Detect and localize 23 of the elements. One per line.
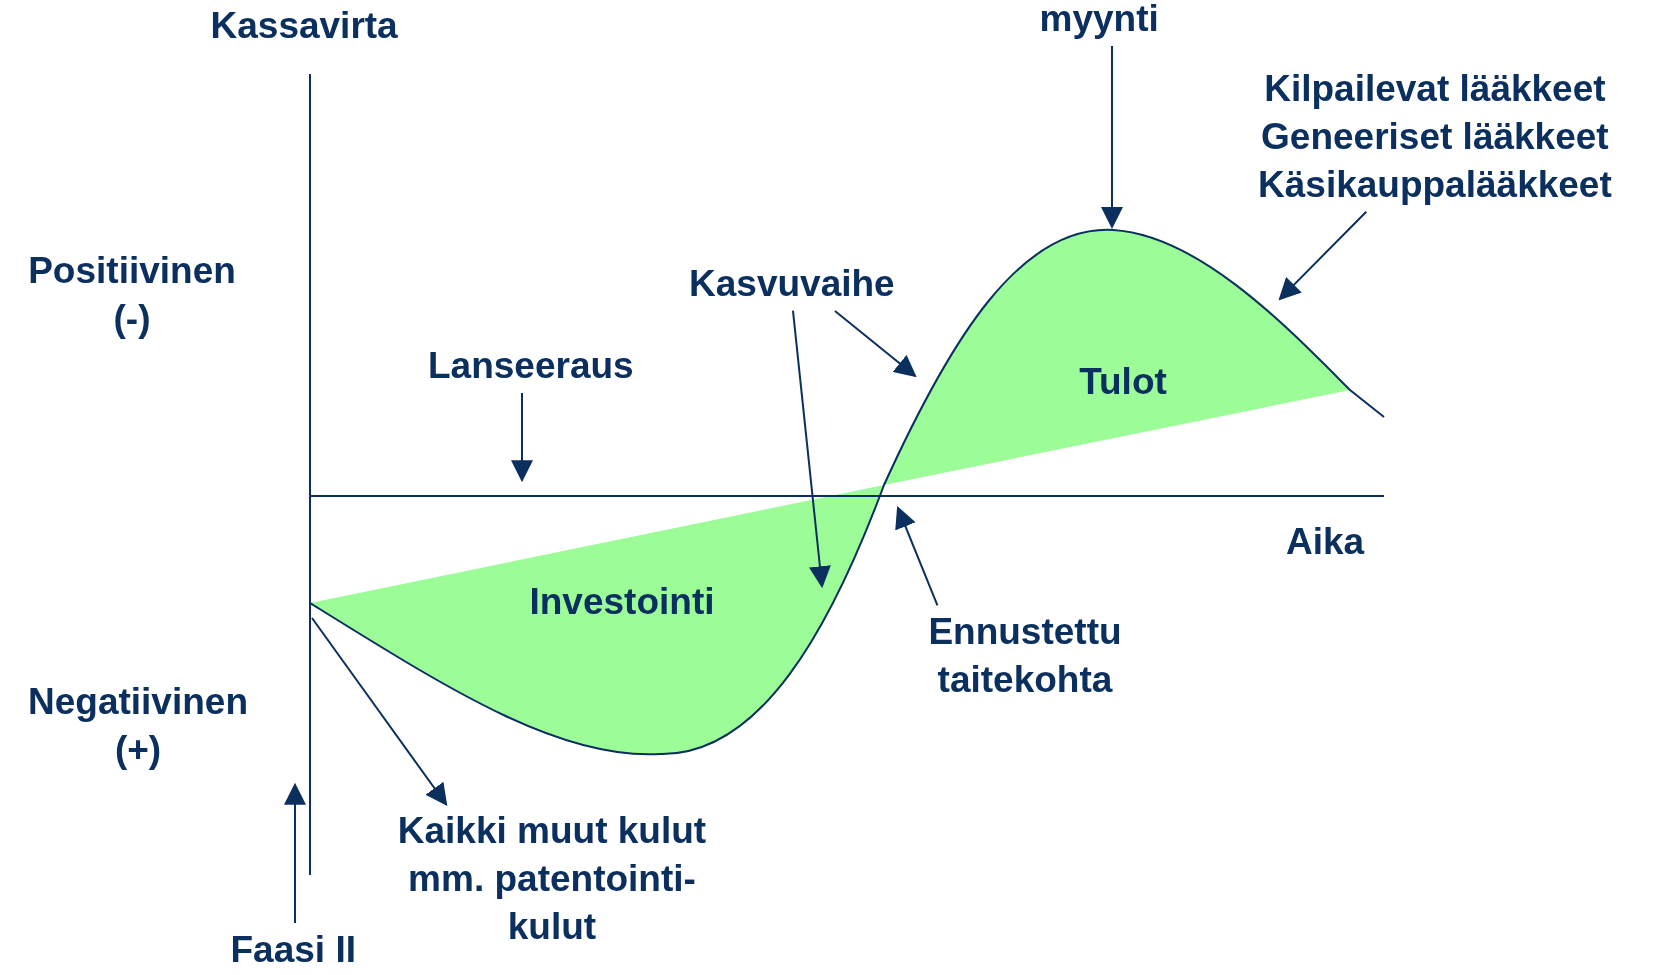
area-label: Tulot bbox=[1079, 361, 1167, 402]
leader-arrow bbox=[284, 782, 306, 924]
callout-text: Kasvuvaihe bbox=[689, 260, 895, 309]
leader-arrow bbox=[791, 309, 831, 589]
callout-text: Faasi II bbox=[230, 926, 356, 975]
callout-text: myynti bbox=[1039, 0, 1159, 44]
area-label: Investointi bbox=[529, 581, 715, 622]
axis-title: Kassavirta bbox=[210, 4, 398, 48]
callout-text: Geneeriset lääkkeet bbox=[1260, 115, 1610, 160]
callout-text: Käsikauppalääkkeet bbox=[1258, 163, 1612, 208]
callout-text: Ennustettu taitekohta bbox=[900, 608, 1150, 705]
callout-text: Kaikki muut kulut mm. patentointi- kulut bbox=[362, 807, 742, 952]
callout-text: Kilpailevat lääkkeet bbox=[1263, 67, 1607, 111]
leader-arrow bbox=[511, 392, 533, 483]
leader-arrow bbox=[895, 505, 939, 607]
axis-title: Aika bbox=[1286, 520, 1365, 564]
leader-arrow bbox=[1278, 210, 1368, 301]
callout-text: Lanseeraus bbox=[428, 342, 634, 391]
leader-arrow bbox=[833, 309, 917, 378]
leader-arrow bbox=[1101, 45, 1123, 230]
axis-label: Positiivinen (-) bbox=[27, 249, 237, 342]
axis-label: Negatiivinen (+) bbox=[27, 680, 249, 773]
leader-arrow bbox=[311, 617, 448, 807]
